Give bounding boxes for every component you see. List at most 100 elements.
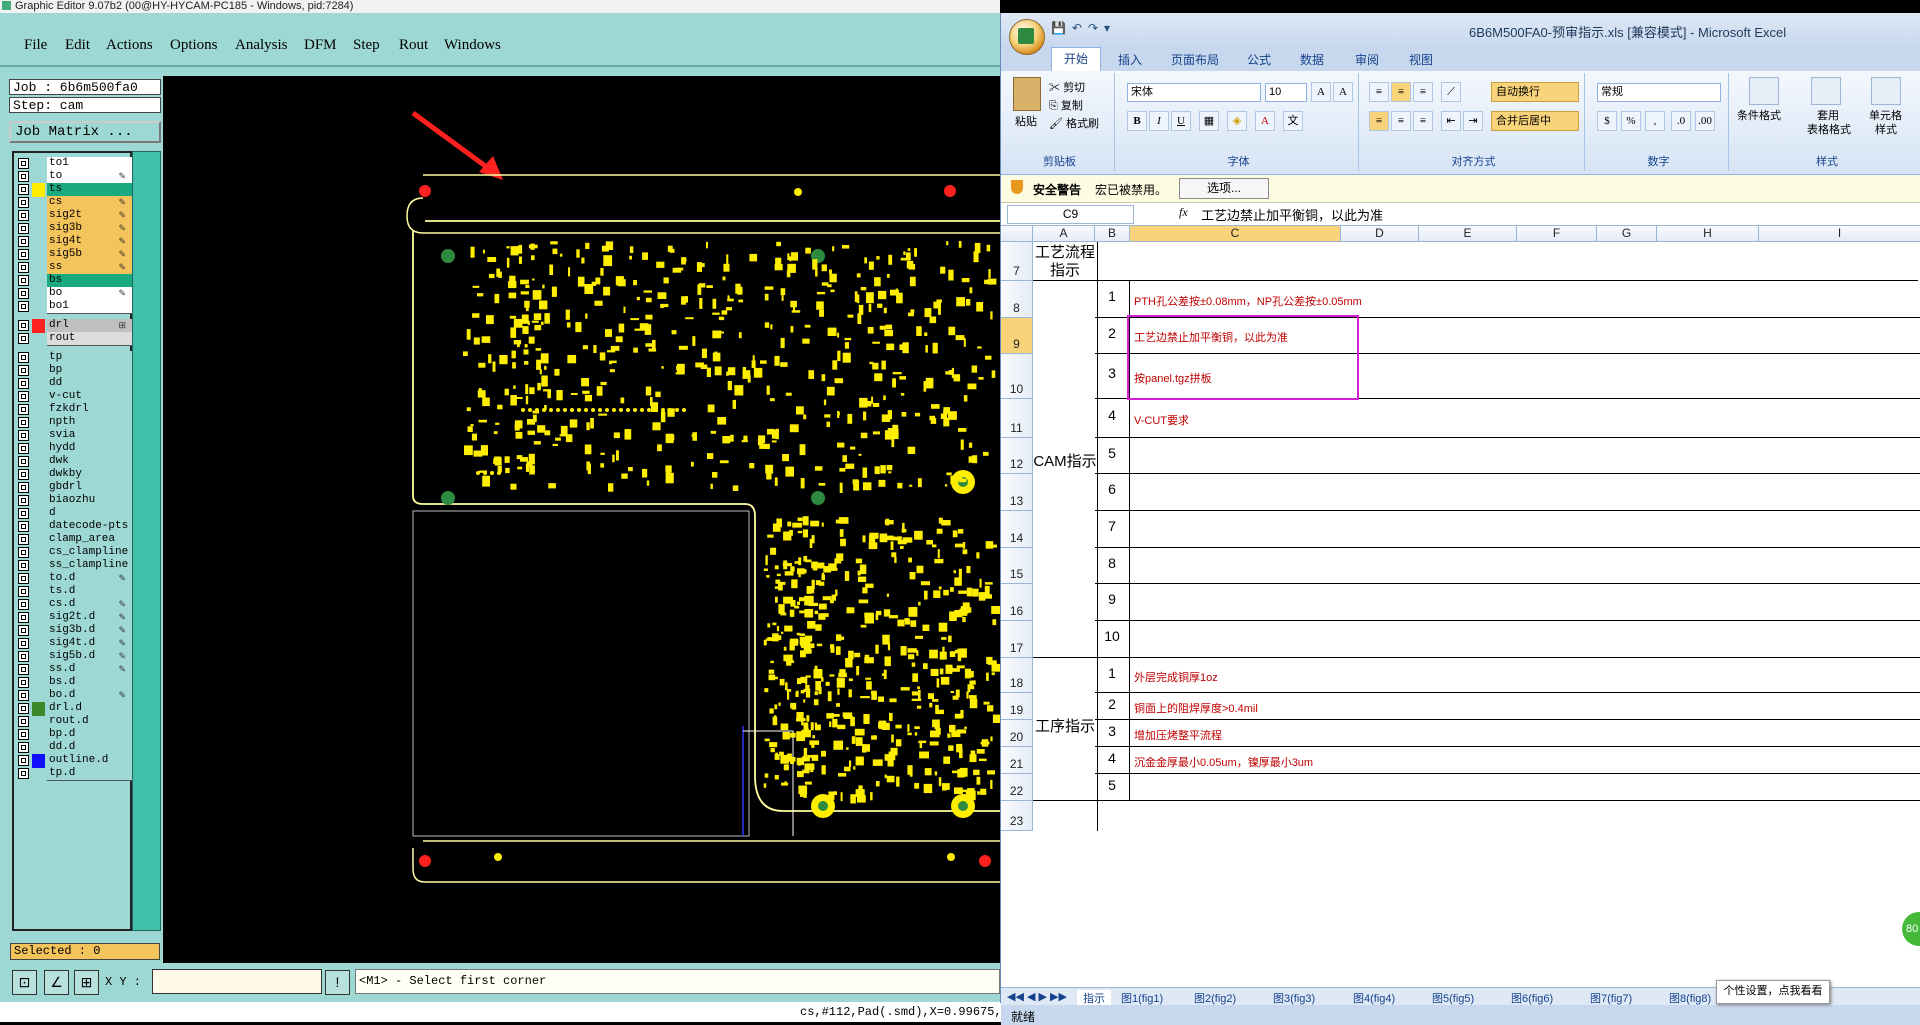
tab-page-layout[interactable]: 页面布局 xyxy=(1171,53,1220,67)
layer-checkbox[interactable] xyxy=(18,288,29,299)
row-header[interactable]: 21 xyxy=(1001,747,1033,774)
row-header[interactable]: 11 xyxy=(1001,399,1033,438)
item-number[interactable]: 9 xyxy=(1095,584,1130,621)
layer-checkbox[interactable] xyxy=(18,690,29,701)
italic-button[interactable]: I xyxy=(1149,111,1169,131)
sheet-tab-3[interactable]: 图3(fig3) xyxy=(1273,993,1316,1005)
col-header-i[interactable]: I xyxy=(1759,226,1920,242)
layer-color-swatch[interactable] xyxy=(32,533,45,547)
layer-checkbox[interactable] xyxy=(18,430,29,441)
xy-input[interactable] xyxy=(152,969,322,994)
item-number[interactable]: 5 xyxy=(1095,438,1130,474)
layer-checkbox[interactable] xyxy=(18,664,29,675)
underline-button[interactable]: U xyxy=(1171,111,1191,131)
layer-checkbox[interactable] xyxy=(18,197,29,208)
layer-name[interactable]: cs.d xyxy=(47,598,132,612)
layer-checkbox[interactable] xyxy=(18,586,29,597)
row-header[interactable]: 10 xyxy=(1001,354,1033,399)
layer-name[interactable]: dd.d xyxy=(47,741,132,755)
row-header[interactable]: 7 xyxy=(1001,242,1033,281)
item-number[interactable]: 4 xyxy=(1095,399,1130,438)
layer-row-7[interactable]: sig5b✎ xyxy=(18,248,132,262)
layer-name[interactable]: v-cut xyxy=(47,390,132,404)
menu-analysis[interactable]: Analysis xyxy=(235,37,288,53)
layer-checkbox[interactable] xyxy=(18,742,29,753)
layer-row-0[interactable]: to1 xyxy=(18,157,132,171)
layer-color-swatch[interactable] xyxy=(32,715,45,729)
layer-checkbox[interactable] xyxy=(18,352,29,363)
item-number[interactable]: 1 xyxy=(1095,658,1130,693)
layer-color-swatch[interactable] xyxy=(32,728,45,742)
layer-color-swatch[interactable] xyxy=(32,572,45,586)
layer-color-swatch[interactable] xyxy=(32,754,45,768)
sheet-tab-2[interactable]: 图2(fig2) xyxy=(1194,993,1237,1005)
sheet-tab-7[interactable]: 图7(fig7) xyxy=(1590,993,1633,1005)
cell-process-label[interactable]: 工序指示 xyxy=(1033,658,1098,801)
item-number[interactable]: 7 xyxy=(1095,511,1130,548)
item-number[interactable]: 2 xyxy=(1095,693,1130,720)
layer-row-39[interactable]: bs.d xyxy=(18,676,132,690)
layer-row-33[interactable]: cs.d✎ xyxy=(18,598,132,612)
layer-name[interactable]: biaozhu xyxy=(47,494,132,508)
layer-checkbox[interactable] xyxy=(18,495,29,506)
cam-instruction-cell[interactable]: 工艺边禁止加平衡铜，以此为准 xyxy=(1130,318,1920,354)
align-center-button[interactable]: ≡ xyxy=(1391,111,1411,131)
grid-tool-button[interactable]: ⊞ xyxy=(74,970,99,995)
shrink-font-button[interactable]: A xyxy=(1333,82,1353,102)
layer-row-44[interactable]: dd.d xyxy=(18,741,132,755)
row-header[interactable]: 9 xyxy=(1001,318,1033,354)
wrap-text-button[interactable]: 自动换行 xyxy=(1491,82,1579,102)
col-header-f[interactable]: F xyxy=(1517,226,1597,242)
layer-checkbox[interactable] xyxy=(18,469,29,480)
layer-color-swatch[interactable] xyxy=(32,468,45,482)
quick-access-toolbar[interactable]: 💾↶↷▾ xyxy=(1051,21,1117,35)
layer-color-swatch[interactable] xyxy=(32,689,45,703)
cam-instruction-cell[interactable] xyxy=(1130,621,1920,658)
layer-row-40[interactable]: bo.d✎ xyxy=(18,689,132,703)
layer-checkbox[interactable] xyxy=(18,391,29,402)
col-header-d[interactable]: D xyxy=(1341,226,1419,242)
item-number[interactable]: 2 xyxy=(1095,318,1130,354)
layer-row-36[interactable]: sig4t.d✎ xyxy=(18,637,132,651)
col-header-g[interactable]: G xyxy=(1597,226,1657,242)
row-header[interactable]: 16 xyxy=(1001,584,1033,621)
layer-checkbox[interactable] xyxy=(18,651,29,662)
conditional-format-button[interactable]: 条件格式 xyxy=(1737,110,1781,122)
layer-checkbox[interactable] xyxy=(18,508,29,519)
align-top-button[interactable]: ≡ xyxy=(1369,82,1389,102)
item-number[interactable]: 5 xyxy=(1095,774,1130,801)
menu-actions[interactable]: Actions xyxy=(106,37,153,53)
layer-color-swatch[interactable] xyxy=(32,767,45,781)
cell-cam-label[interactable]: CAM指示 xyxy=(1033,281,1098,658)
item-number[interactable]: 3 xyxy=(1095,354,1130,399)
layer-row-31[interactable]: to.d✎ xyxy=(18,572,132,586)
layer-checkbox[interactable] xyxy=(18,184,29,195)
layer-color-swatch[interactable] xyxy=(32,663,45,677)
layer-checkbox[interactable] xyxy=(18,547,29,558)
layer-row-19[interactable]: npth xyxy=(18,416,132,430)
menu-step[interactable]: Step xyxy=(353,37,380,53)
row-header[interactable]: 13 xyxy=(1001,474,1033,511)
layer-color-swatch[interactable] xyxy=(32,390,45,404)
layer-color-swatch[interactable] xyxy=(32,274,45,288)
layer-color-swatch[interactable] xyxy=(32,442,45,456)
layer-color-swatch[interactable] xyxy=(32,403,45,417)
layer-checkbox[interactable] xyxy=(18,249,29,260)
layer-row-28[interactable]: clamp_area xyxy=(18,533,132,547)
row-header[interactable]: 22 xyxy=(1001,774,1033,801)
layer-color-swatch[interactable] xyxy=(32,364,45,378)
layer-color-swatch[interactable] xyxy=(32,507,45,521)
col-header-c[interactable]: C xyxy=(1130,226,1341,242)
layer-name[interactable]: svia xyxy=(47,429,132,443)
layer-color-swatch[interactable] xyxy=(32,261,45,275)
paste-button[interactable]: 粘贴 xyxy=(1015,116,1037,128)
layer-row-23[interactable]: dwkby xyxy=(18,468,132,482)
layer-color-swatch[interactable] xyxy=(32,676,45,690)
layer-name[interactable]: gbdrl xyxy=(47,481,132,495)
layer-row-8[interactable]: ss✎ xyxy=(18,261,132,275)
layer-name[interactable]: tp xyxy=(47,351,132,365)
layer-color-swatch[interactable] xyxy=(32,598,45,612)
layer-row-6[interactable]: sig4t✎ xyxy=(18,235,132,249)
font-name-select[interactable]: 宋体 xyxy=(1127,83,1261,102)
